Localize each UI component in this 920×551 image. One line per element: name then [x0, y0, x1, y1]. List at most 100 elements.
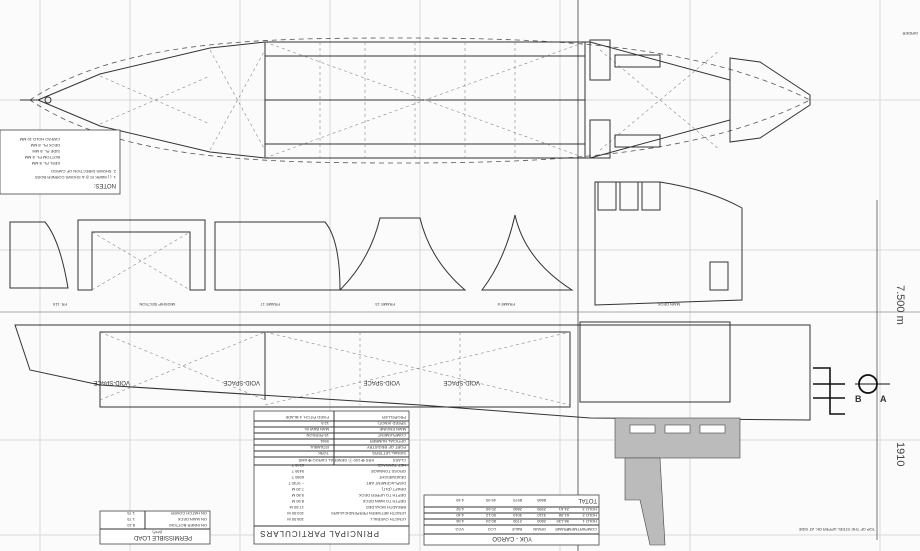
info-label: MAIN ENGINE: [379, 427, 406, 432]
particular-name: LENGTH OVERALL: [369, 517, 406, 522]
info-label: PROPELLER: [382, 415, 406, 420]
particular-value: 5495 T: [291, 469, 304, 474]
note-line: BOTTOM PL. 8 MM: [25, 155, 60, 160]
cargo-total-value: 49.90: [485, 498, 496, 503]
deck-note: TOP OF THE STEEL UPPER DK. AT SIDE: [798, 527, 875, 532]
note-line: CARGO HOLD 10 MM: [20, 137, 60, 142]
marker-a: A: [880, 394, 887, 404]
cargo-cell: HOLD 1: [582, 519, 597, 524]
particular-name: DRAFT (DLT): [381, 487, 406, 492]
load-value: 1.75: [126, 517, 135, 522]
note-line: DECK PL. 8 MM: [31, 143, 60, 148]
cargo-cell: 20.60: [485, 507, 496, 512]
note-line: SIDE PL. 8 MM: [32, 149, 60, 154]
particular-name: DEPTH TO UPPER DECK: [358, 493, 406, 498]
cargo-total-label: TOTAL: [578, 497, 597, 503]
note-line: 1. ( ) MARK IS ◎ & SHOWS CORNER BOSS: [35, 175, 116, 180]
cargo-column-header: FRAME: [555, 527, 569, 532]
corner-note: GIRDER: [902, 31, 918, 36]
cargo-heading: YÜK - CARGO: [492, 535, 532, 542]
cargo-column-header: BALE: [511, 527, 522, 532]
cargo-cell: 50.12: [485, 513, 496, 518]
cargo-cell: 61-98: [558, 513, 569, 518]
info-value: FIXED PITCH, 4 BLADE: [285, 415, 329, 420]
particular-value: 103.00 M: [287, 511, 304, 516]
cargo-column-header: COMPARTMENT: [565, 527, 597, 532]
void-space-label: VOID-SPACE: [443, 379, 480, 385]
cargo-cell: HOLD 2: [582, 513, 597, 518]
dimension-upper: 7.500 m: [894, 285, 906, 325]
info-label: COMPLEMENT: [377, 433, 406, 438]
particular-value: ~ 9730 T: [288, 481, 304, 486]
notes-heading: NOTES:: [93, 182, 116, 188]
load-name: ON MAIN DECK: [177, 517, 207, 522]
info-value: 5561: [319, 439, 329, 444]
cargo-cell: HOLD 3: [582, 507, 597, 512]
info-label: SPEED (KNOT): [377, 421, 406, 426]
cargo-cell: 2700: [512, 519, 522, 524]
cargo-total-value: 8570: [512, 498, 522, 503]
cargo-cell: 4.52: [455, 507, 464, 512]
section-label: FRAME 6: [497, 302, 515, 307]
load-value: 1.75: [126, 511, 135, 516]
cargo-cell: 2800: [536, 519, 546, 524]
particular-name: DEPTH TO MAIN DECK: [362, 499, 406, 504]
class-value: KRS ✠ 100 ⓔ GENERAL CARGO ✠ AMS: [298, 458, 374, 464]
info-value: 12.5: [320, 421, 329, 426]
load-unit: (t/m²): [152, 530, 162, 535]
section-label: MIDSHIP SECTION: [139, 302, 175, 307]
cargo-cell: 24-61: [558, 507, 569, 512]
plan-view: [20, 37, 811, 164]
note-line: 2. SHOWS DIRECTION OF CARGO: [51, 169, 116, 174]
particular-name: BREADTH MOULDED: [366, 505, 406, 510]
info-label: OFFICIAL NUMBER: [370, 439, 406, 444]
marker-b: B: [855, 394, 862, 404]
cargo-cell: 3010: [512, 513, 522, 518]
particular-value: 8.50 M: [292, 499, 304, 504]
info-label: SIGNAL LETTERS: [372, 451, 406, 456]
cargo-cell: 4.56: [455, 519, 464, 524]
section-label: MAIN DECK: [657, 302, 680, 307]
load-name: ON HATCH COVER: [171, 511, 207, 516]
particular-name: GROSS TONNAGE: [370, 469, 406, 474]
class-label: CLASS: [393, 458, 406, 463]
info-value: MAN B&W 6L: [304, 427, 329, 432]
cargo-cell: 3110: [537, 513, 546, 518]
particular-value: 7.20 M: [292, 487, 304, 492]
permissible-load-table: PERMISSIBLE LOAD (t/m²) ON INNER BOTTOM 8…: [99, 510, 211, 545]
notes-box: NOTES: 1. ( ) MARK IS ◎ & SHOWS CORNER B…: [0, 129, 121, 195]
cargo-total-value: 8860: [536, 498, 546, 503]
particular-name: LENGTH BETWEEN PERPENDICULARS: [331, 511, 406, 516]
section-label: FRAME 13: [375, 302, 395, 307]
info-value: TCRK: [318, 451, 329, 456]
load-value: 8.10: [126, 523, 135, 528]
load-name: ON INNER BOTTOM: [169, 523, 207, 528]
cargo-column-header: GRAIN: [533, 527, 546, 532]
cargo-cell: 80.24: [485, 519, 496, 524]
info-label: PORT OF REGISTRY: [367, 445, 406, 450]
cargo-column-header: VCG: [455, 527, 464, 532]
info-value: İSTANBUL: [309, 445, 329, 450]
principal-particulars-table: PRINCIPAL PARTICULARS LENGTH OVERALL108.…: [253, 410, 410, 545]
transverse-sections: FR. 115 MIDSHIP SECTION FRAME 17 FRAME 1…: [9, 181, 743, 307]
particular-name: DEADWEIGHT: [378, 475, 406, 480]
note-line: KEEL PL. 8 MM: [32, 161, 60, 166]
cargo-total-value: 4.49: [455, 498, 464, 503]
particular-value: 9.80 M: [292, 493, 304, 498]
particulars-heading: PRINCIPAL PARTICULARS: [259, 529, 379, 538]
particular-value: 17.50 M: [290, 505, 304, 510]
section-label: FR. 115: [52, 302, 67, 307]
cargo-column-header: LCG: [488, 527, 496, 532]
cargo-cell: 4.40: [455, 513, 464, 518]
profile-view: VOID-SPACE VOID-SPACE VOID-SPACE VOID-SP…: [14, 321, 811, 546]
section-label: FRAME 17: [260, 302, 280, 307]
void-space-label: VOID-SPACE: [93, 379, 130, 385]
particular-value: 6950 T: [291, 475, 304, 480]
void-space-label: VOID-SPACE: [363, 379, 400, 385]
void-space-label: VOID-SPACE: [223, 379, 260, 385]
load-heading: PERMISSIBLE LOAD: [133, 534, 192, 540]
